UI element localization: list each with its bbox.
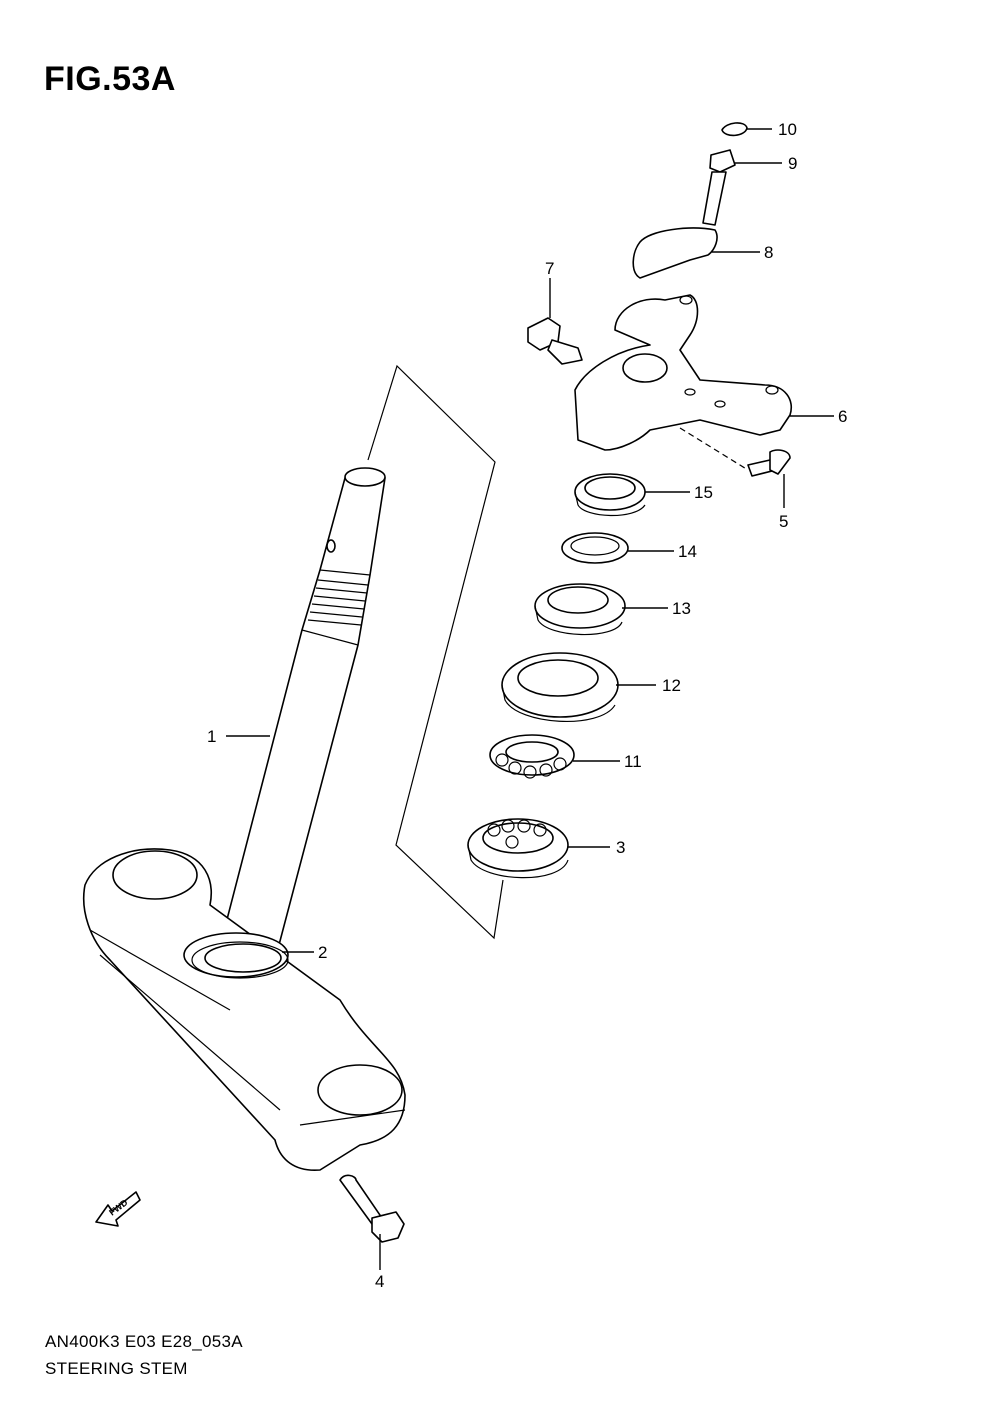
- callout-5: 5: [779, 512, 788, 531]
- callout-4: 4: [375, 1272, 384, 1291]
- figure-title: FIG.53A: [44, 60, 176, 98]
- handlebar-holder: [632, 227, 718, 279]
- lower-bracket: [82, 848, 406, 1171]
- fwd-arrow-icon: FWD: [95, 1191, 141, 1227]
- washer-14: [561, 532, 629, 564]
- bolt-7: [527, 317, 583, 365]
- diagram-code: AN400K3 E03 E28_053A: [45, 1332, 243, 1351]
- assembly-outline: [367, 364, 504, 940]
- lock-nut-13: [534, 583, 626, 636]
- callout-3: 3: [616, 838, 625, 857]
- callout-1: 1: [207, 727, 216, 746]
- dust-seal: [191, 941, 289, 979]
- callout-6: 6: [838, 407, 847, 426]
- callout-9: 9: [788, 154, 797, 173]
- bearing-11: [489, 734, 575, 779]
- bolt-4: [339, 1174, 405, 1243]
- bolt-9: [702, 149, 736, 226]
- bolt-5: [747, 449, 791, 477]
- callout-11: 11: [624, 752, 642, 771]
- callout-13: 13: [672, 599, 691, 618]
- callout-7: 7: [545, 259, 554, 278]
- callout-8: 8: [764, 243, 773, 262]
- steering-stem-shaft: [216, 467, 386, 961]
- dust-seal-12: [501, 652, 619, 722]
- callout-10: 10: [778, 120, 797, 139]
- diagram-name: STEERING STEM: [45, 1359, 188, 1378]
- assembly-dash: [679, 427, 749, 471]
- lock-nut-15: [574, 473, 646, 517]
- cap: [721, 122, 748, 137]
- callouts: 1 2 3 4 5 6 7 8 9 10 11 12 13 14 15: [207, 120, 847, 1291]
- callout-2: 2: [318, 943, 327, 962]
- callout-12: 12: [662, 676, 681, 695]
- callout-15: 15: [694, 483, 713, 502]
- callout-14: 14: [678, 542, 697, 561]
- upper-bracket: [574, 294, 792, 451]
- bearing-3: [467, 818, 569, 879]
